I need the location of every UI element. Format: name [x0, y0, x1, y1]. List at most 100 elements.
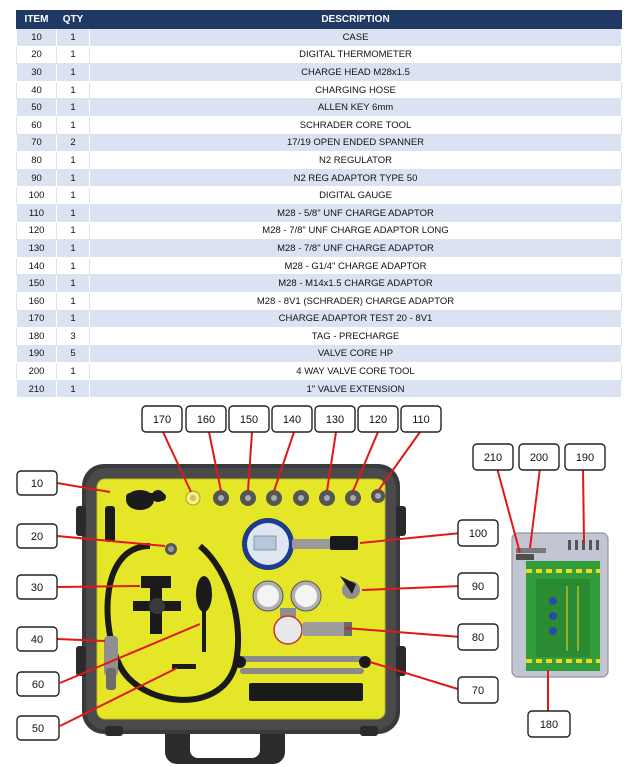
- cell-item: 160: [16, 291, 57, 311]
- cell-item: 210: [16, 379, 57, 399]
- callout-190: 190: [564, 443, 606, 471]
- callout-100: 100: [457, 519, 499, 547]
- callout-50: 50: [16, 715, 60, 741]
- callout-110: 110: [400, 405, 442, 433]
- callout-120: 120: [357, 405, 399, 433]
- cell-item: 100: [16, 186, 57, 205]
- cell-item: 200: [16, 362, 57, 381]
- cell-description: M28 - 8V1 (SCHRADER) CHARGE ADAPTOR: [89, 291, 622, 311]
- cell-description: M28 - M14x1.5 CHARGE ADAPTOR: [89, 274, 622, 293]
- valve-core-box: [511, 532, 609, 678]
- cell-item: 20: [16, 45, 57, 65]
- callout-180: 180: [527, 710, 571, 738]
- cell-description: M28 - 7/8" UNF CHARGE ADAPTOR: [89, 239, 622, 258]
- cell-description: M28 - 7/8" UNF CHARGE ADAPTOR LONG: [89, 221, 622, 241]
- callout-10: 10: [16, 470, 58, 496]
- svg-text:100: 100: [469, 528, 487, 540]
- parts-table-header: ITEM QTY DESCRIPTION: [16, 10, 622, 29]
- svg-text:140: 140: [283, 414, 301, 426]
- cell-item: 30: [16, 63, 57, 82]
- callout-40: 40: [16, 626, 58, 652]
- cell-item: 130: [16, 239, 57, 258]
- cell-qty: 1: [56, 80, 90, 100]
- kit-diagram: 10 20 30 40 60 50 170 160 150 140 130 12…: [16, 405, 609, 764]
- n2-regulator: [252, 580, 352, 645]
- allen-key: [172, 664, 196, 669]
- cell-item: 40: [16, 80, 57, 100]
- cell-description: VALVE CORE HP: [89, 344, 622, 364]
- cell-description: SCHRADER CORE TOOL: [89, 115, 622, 135]
- svg-text:130: 130: [326, 414, 344, 426]
- cell-item: 180: [16, 327, 57, 346]
- cell-qty: 1: [56, 63, 90, 82]
- callout-80: 80: [457, 623, 499, 651]
- cell-item: 60: [16, 115, 57, 135]
- foam-cutout-top-left: [105, 490, 166, 542]
- case-illustration: [76, 464, 406, 764]
- cell-qty: 3: [56, 327, 90, 346]
- cell-item: 120: [16, 221, 57, 241]
- cell-qty: 1: [56, 379, 90, 399]
- callout-130: 130: [314, 405, 356, 433]
- cell-item: 80: [16, 151, 57, 170]
- svg-text:180: 180: [540, 719, 558, 731]
- cell-qty: 1: [56, 239, 90, 258]
- leader-lines: [56, 431, 585, 727]
- cell-description: CASE: [89, 28, 622, 47]
- cell-qty: 1: [56, 274, 90, 293]
- callout-60: 60: [16, 671, 60, 697]
- callout-170: 170: [141, 405, 183, 433]
- svg-text:110: 110: [412, 414, 430, 426]
- svg-text:190: 190: [576, 452, 594, 464]
- cell-description: N2 REG ADAPTOR TYPE 50: [89, 168, 622, 188]
- cell-qty: 1: [56, 115, 90, 135]
- charging-hose: [104, 543, 241, 703]
- digital-gauge: [242, 518, 358, 570]
- svg-text:200: 200: [530, 452, 548, 464]
- cell-qty: 1: [56, 168, 90, 188]
- svg-text:80: 80: [472, 632, 484, 644]
- callout-150: 150: [228, 405, 270, 433]
- cell-item: 70: [16, 133, 57, 153]
- svg-text:170: 170: [153, 414, 171, 426]
- svg-text:30: 30: [31, 582, 43, 594]
- cell-qty: 1: [56, 221, 90, 241]
- cell-item: 170: [16, 309, 57, 329]
- cell-description: DIGITAL THERMOMETER: [89, 45, 622, 65]
- callout-200: 200: [518, 443, 560, 471]
- svg-text:60: 60: [32, 679, 44, 691]
- cell-description: M28 - G1/4" CHARGE ADAPTOR: [89, 256, 622, 276]
- cell-item: 90: [16, 168, 57, 188]
- cell-qty: 1: [56, 203, 90, 223]
- cell-qty: 1: [56, 309, 90, 329]
- svg-text:120: 120: [369, 414, 387, 426]
- cell-description: M28 - 5/8" UNF CHARGE ADAPTOR: [89, 203, 622, 223]
- cell-item: 140: [16, 256, 57, 276]
- header-item: ITEM: [16, 10, 57, 29]
- cell-item: 150: [16, 274, 57, 293]
- n2-reg-adaptor: [340, 576, 360, 599]
- cell-description: TAG - PRECHARGE: [89, 327, 622, 346]
- svg-text:150: 150: [240, 414, 258, 426]
- cell-description: ALLEN KEY 6mm: [89, 98, 622, 117]
- cell-qty: 1: [56, 186, 90, 205]
- callout-210: 210: [472, 443, 514, 471]
- svg-text:70: 70: [472, 685, 484, 697]
